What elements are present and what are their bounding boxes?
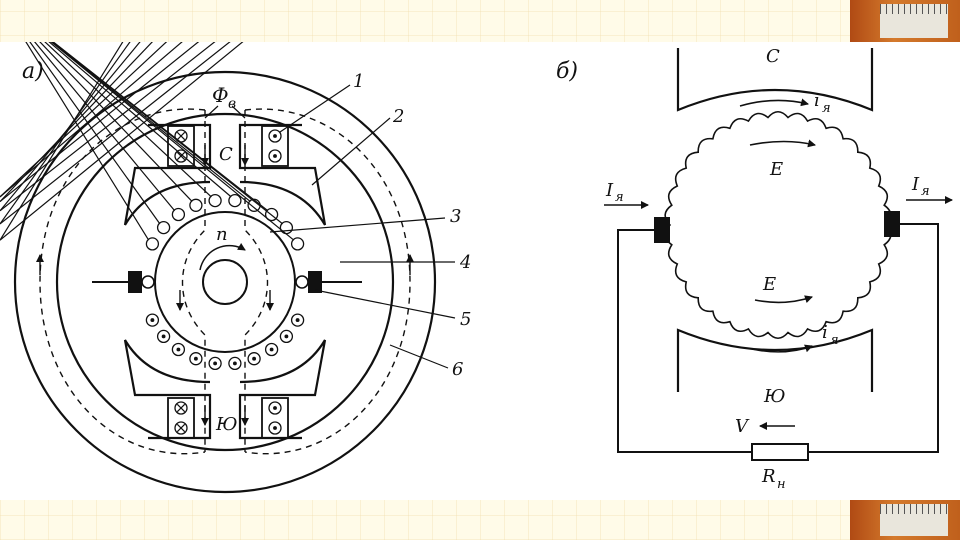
- flux-paths: [39, 108, 411, 455]
- yoke-outer: [13, 70, 437, 494]
- field-coil-conductor: [174, 149, 188, 163]
- pole-top-label: С: [766, 46, 780, 67]
- field-coil-conductor: [268, 149, 282, 163]
- armature-winding: [664, 110, 892, 340]
- panel-b-label: б): [556, 59, 578, 84]
- brush-contact-left: [141, 275, 155, 289]
- brush-right: [308, 271, 322, 293]
- field-coil-bottom-left: [167, 397, 195, 439]
- callout-1: 1: [353, 71, 364, 92]
- brush-contact-right: [295, 275, 309, 289]
- armature-conductor: [208, 356, 222, 371]
- flux-symbol: Ф: [212, 83, 229, 107]
- armature-conductor: [171, 342, 186, 357]
- callout-4: 4: [459, 252, 471, 273]
- pole-shoe-bottom: [676, 328, 874, 392]
- armature-conductor: [247, 352, 261, 366]
- south-pole-label: Ю: [215, 414, 237, 435]
- panel-b-equivalent-circuit: б) С Ю R н V: [556, 46, 953, 492]
- rotation-label: n: [216, 224, 228, 245]
- field-coil-conductor: [268, 129, 282, 143]
- field-coil-top-right: [261, 125, 289, 167]
- pole-bottom-label: Ю: [763, 386, 785, 407]
- field-coil-top-left: [167, 125, 195, 167]
- flux-direction-arrows: [36, 145, 414, 426]
- field-coil-conductor: [174, 421, 188, 435]
- coil-current-arrow-bottom: [751, 344, 813, 353]
- coil-current-top-symbol: i: [814, 90, 820, 111]
- coil-current-top-sub: я: [822, 101, 831, 116]
- armature-conductor: [189, 352, 203, 366]
- emf-label-bottom: E: [762, 274, 776, 295]
- ruler-decoration-top: [850, 0, 960, 42]
- callout-2: 2: [392, 106, 404, 127]
- emf-arrow-top: [749, 139, 816, 148]
- main-pole-bottom-left: [123, 339, 212, 440]
- current-left-symbol: I: [605, 180, 614, 201]
- callout-5: 5: [460, 309, 471, 330]
- coil-current-arrow-top: [739, 98, 809, 107]
- callout-3: 3: [450, 206, 461, 227]
- load-resistor: [751, 443, 809, 461]
- armature-conductor: [156, 329, 171, 344]
- brush-b-left: [654, 217, 670, 243]
- armature-conductors: [0, 0, 305, 371]
- callout-leaders: [269, 84, 456, 369]
- main-pole-bottom-right: [238, 339, 327, 440]
- field-coil-bottom-right: [261, 397, 289, 439]
- voltage-label: V: [735, 416, 750, 437]
- armature-conductor: [279, 329, 294, 344]
- callout-6: 6: [452, 359, 463, 380]
- flux-label: Ф в: [204, 83, 246, 119]
- north-pole-label: С: [219, 144, 233, 165]
- flux-subscript: в: [228, 96, 236, 112]
- field-coil-conductor: [268, 401, 282, 415]
- emf-label-top: E: [769, 159, 783, 180]
- armature-conductor: [228, 356, 242, 371]
- brush-left: [128, 271, 142, 293]
- yoke-inner: [55, 112, 395, 452]
- armature-conductor: [145, 313, 160, 327]
- load-subscript: н: [777, 477, 786, 492]
- panel-a-label: а): [22, 59, 44, 84]
- brush-b-right: [884, 211, 900, 237]
- coil-current-bottom-sub: я: [830, 333, 839, 348]
- callout-numbers: 1 2 3 4 5 6: [353, 71, 471, 380]
- armature-shaft: [202, 259, 248, 305]
- current-right-symbol: I: [911, 174, 920, 195]
- external-circuit-wire: [617, 223, 939, 453]
- field-coil-conductor: [174, 401, 188, 415]
- armature-core: [154, 211, 296, 353]
- dc-generator-figure: а): [0, 0, 960, 500]
- pole-shoe-top: [676, 48, 874, 112]
- field-coil-conductors: [174, 129, 282, 435]
- armature-conductor: [290, 313, 305, 327]
- armature-conductor: [264, 342, 279, 357]
- field-coil-conductor: [268, 421, 282, 435]
- coil-current-bottom-symbol: i: [822, 322, 828, 343]
- ruler-decoration-bottom: [850, 500, 960, 540]
- main-pole-top-right: [238, 123, 327, 226]
- load-symbol: R: [761, 466, 776, 487]
- panel-a-cross-section: а): [0, 0, 471, 494]
- rotation-arrow: [199, 242, 246, 271]
- current-left-sub: я: [615, 190, 624, 205]
- current-right-sub: я: [921, 184, 930, 199]
- emf-arrow-bottom: [754, 295, 813, 304]
